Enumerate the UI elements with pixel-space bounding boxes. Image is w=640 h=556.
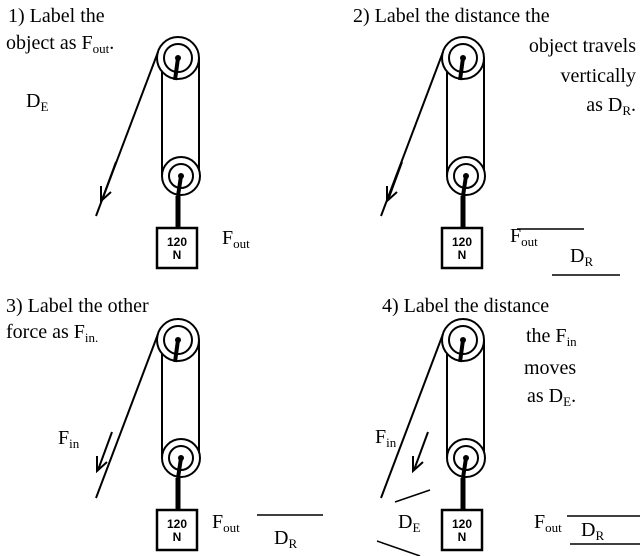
panel-2-instruction-line-4: as DR. (586, 94, 636, 118)
weight-unit-1: N (173, 248, 182, 262)
weight-value-2: 120 (452, 235, 472, 249)
panel-2-instruction-line-2: object travels (528, 35, 636, 57)
panel-4-dr-label: DR (581, 519, 605, 543)
panel-2-dr-label: DR (570, 245, 594, 269)
panel-1-instruction-line-1: 1) Label the (8, 5, 105, 27)
panel-3-pulley (96, 319, 323, 550)
weight-unit-2: N (458, 248, 467, 262)
panel-4-instruction-line-4: as DE. (527, 385, 577, 409)
panel-2-instruction-line-3: vertically (560, 65, 636, 87)
weight-value-3: 120 (167, 517, 187, 531)
panel-1-pulley (96, 37, 200, 268)
panel-4-instruction-line-1: 4) Label the distance (382, 295, 550, 317)
panel-4-fin-label: Fin (375, 426, 397, 450)
panel-3-instruction-line-2: force as Fin. (6, 321, 99, 345)
weight-unit-4: N (458, 530, 467, 544)
weight-unit-3: N (173, 530, 182, 544)
panel-2-instruction-line-1: 2) Label the distance the (353, 5, 550, 27)
panel-4-fout-label: Fout (534, 511, 562, 535)
weight-value-4: 120 (452, 517, 472, 531)
weight-value-1: 120 (167, 235, 187, 249)
de-bottom-line-4 (376, 540, 421, 556)
panel-4-instruction-line-2: the Fin (526, 325, 577, 349)
panel-3-instruction-line-1: 3) Label the other (6, 295, 149, 317)
panel-3-dr-label: DR (274, 527, 298, 551)
panel-1-instruction-line-2: object as Fout. (6, 32, 115, 56)
panel-1-de-label: DE (26, 90, 49, 114)
panel-4-de-label: DE (398, 511, 421, 535)
panel-4-pulley (376, 319, 640, 556)
panel-3-fout-label: Fout (212, 511, 240, 535)
panel-2-fout-label: Fout (510, 225, 538, 249)
panel-4-instruction-line-3: moves (524, 357, 577, 379)
de-top-line-4 (394, 489, 431, 503)
panel-1-fout-label: Fout (222, 227, 250, 251)
panel-3-fin-label: Fin (58, 427, 80, 451)
panel-2-pulley (381, 37, 620, 276)
